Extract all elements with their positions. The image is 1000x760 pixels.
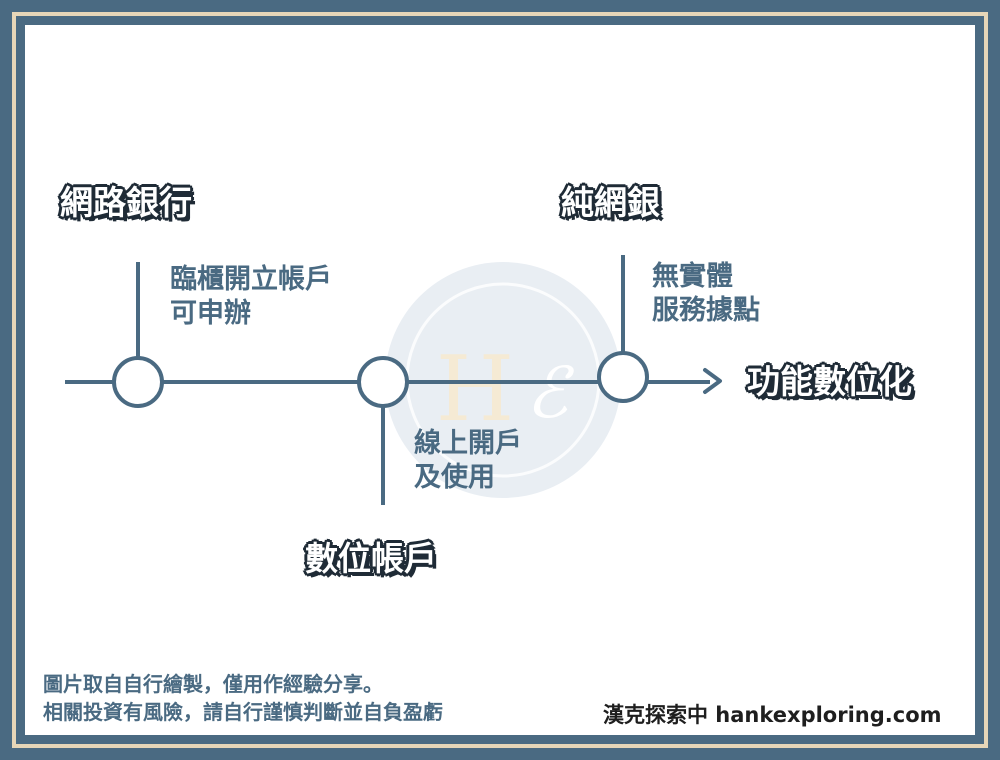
timeline-node-2 [357, 356, 409, 408]
timeline-node-3 [597, 351, 649, 403]
brand-signature: 漢克探索中 hankexploring.com [603, 703, 942, 727]
desc-line: 可申辦 [170, 298, 251, 329]
desc-line: 線上開戶 [414, 428, 522, 459]
desc-line: 服務據點 [652, 295, 760, 326]
stage-title-digital-account: 數位帳戶 [305, 539, 437, 578]
timeline-diagram: H ℰ [65, 255, 722, 505]
disclaimer-line-1: 圖片取自自行繪製，僅用作經驗分享。 [43, 672, 383, 696]
stage-desc-3: 無實體 服務據點 [652, 260, 760, 328]
desc-line: 臨櫃開立帳戶 [170, 264, 332, 295]
svg-text:ℰ: ℰ [526, 352, 575, 434]
stage-desc-2: 線上開戶 及使用 [414, 427, 522, 495]
arrow-label-digitalization: 功能數位化 [747, 362, 912, 401]
watermark-letter: H [436, 337, 515, 442]
desc-line: 無實體 [652, 261, 733, 292]
disclaimer-line-2: 相關投資有風險，請自行謹慎判斷並自負盈虧 [43, 700, 443, 724]
stage-desc-1: 臨櫃開立帳戶 可申辦 [170, 263, 332, 331]
stage-title-pure-web-bank: 純網銀 [561, 183, 660, 222]
arrow-head [703, 368, 722, 394]
timeline-node-1 [112, 356, 164, 408]
stage-title-online-banking: 網路銀行 [60, 183, 192, 222]
diagram-canvas: H ℰ 網路銀行 臨櫃開立帳戶 可申辦 數位帳戶 線上開戶 及使用 純網銀 無實… [25, 25, 975, 735]
disclaimer: 圖片取自自行繪製，僅用作經驗分享。 相關投資有風險，請自行謹慎判斷並自負盈虧 [43, 670, 443, 726]
desc-line: 及使用 [414, 462, 495, 493]
